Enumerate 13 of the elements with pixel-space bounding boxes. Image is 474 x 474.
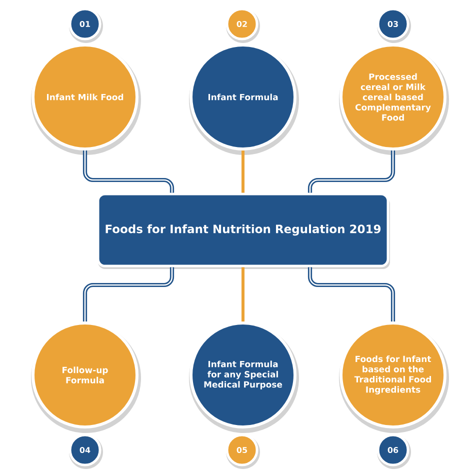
- number-badge: 02: [226, 8, 260, 43]
- number-badge: 05: [226, 434, 260, 469]
- number-badge: 06: [376, 434, 411, 469]
- connector-line: [242, 267, 244, 322]
- number-badge: 04: [68, 434, 103, 469]
- connector-line: [242, 150, 244, 193]
- connector-line: [82, 267, 174, 322]
- connector-line: [308, 267, 396, 322]
- connector-line: [82, 150, 174, 193]
- title-box: Foods for Infant Nutrition Regulation 2019: [96, 192, 390, 269]
- number-badge: 03: [376, 8, 411, 43]
- number-badge: 01: [68, 8, 103, 43]
- connector-line: [308, 150, 396, 193]
